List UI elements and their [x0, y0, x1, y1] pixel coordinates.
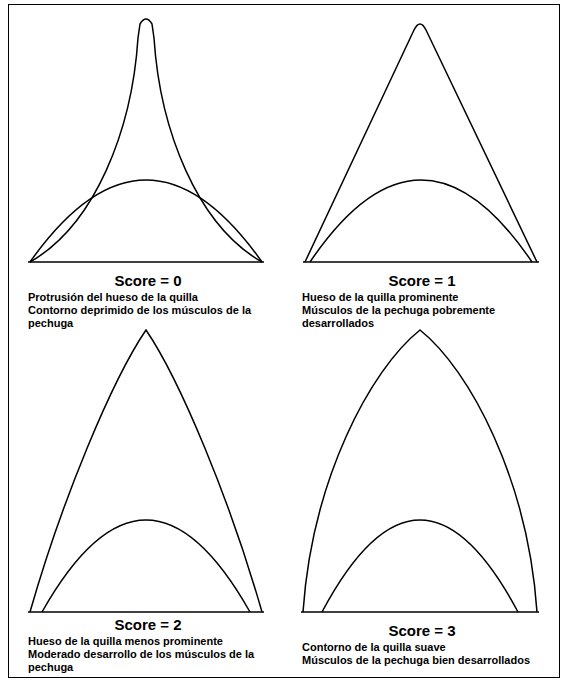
keel-outline — [303, 330, 537, 612]
breast-arc — [322, 520, 518, 612]
base-line — [301, 611, 539, 613]
score-panel: Score = 2 Hueso de la quilla menos promin… — [28, 616, 268, 674]
keel-outline — [305, 24, 537, 262]
keel-outline — [30, 330, 262, 612]
score-heading: Score = 0 — [28, 272, 268, 289]
score-heading: Score = 3 — [302, 622, 542, 639]
breast-arc — [30, 180, 262, 262]
score-description: Contorno deprimido de los músculos de la… — [28, 304, 268, 330]
score-description: Hueso de la quilla prominente — [302, 291, 542, 304]
figure-frame — [8, 4, 560, 678]
score-description: Músculos de la pechuga bien desarrollado… — [302, 654, 542, 667]
score-heading: Score = 2 — [28, 616, 268, 633]
breast-arc — [42, 520, 250, 612]
base-line — [28, 261, 264, 263]
base-line — [28, 611, 264, 613]
score-description: Músculos de la pechuga pobremente desarr… — [302, 304, 542, 330]
keel-outline — [30, 19, 262, 262]
score-description: Protrusión del hueso de la quilla — [28, 291, 268, 304]
score-panel: Score = 3 Contorno de la quilla suaveMúsc… — [302, 622, 542, 667]
score-description: Hueso de la quilla menos prominente — [28, 635, 268, 648]
score-heading: Score = 1 — [302, 272, 542, 289]
score-panel: Score = 0 Protrusión del hueso de la quil… — [28, 272, 268, 330]
score-panel: Score = 1 Hueso de la quilla prominenteMú… — [302, 272, 542, 330]
breast-arc — [310, 180, 532, 262]
score-description: Moderado desarrollo de los músculos de l… — [28, 648, 268, 674]
base-line — [303, 261, 539, 263]
score-description: Contorno de la quilla suave — [302, 641, 542, 654]
